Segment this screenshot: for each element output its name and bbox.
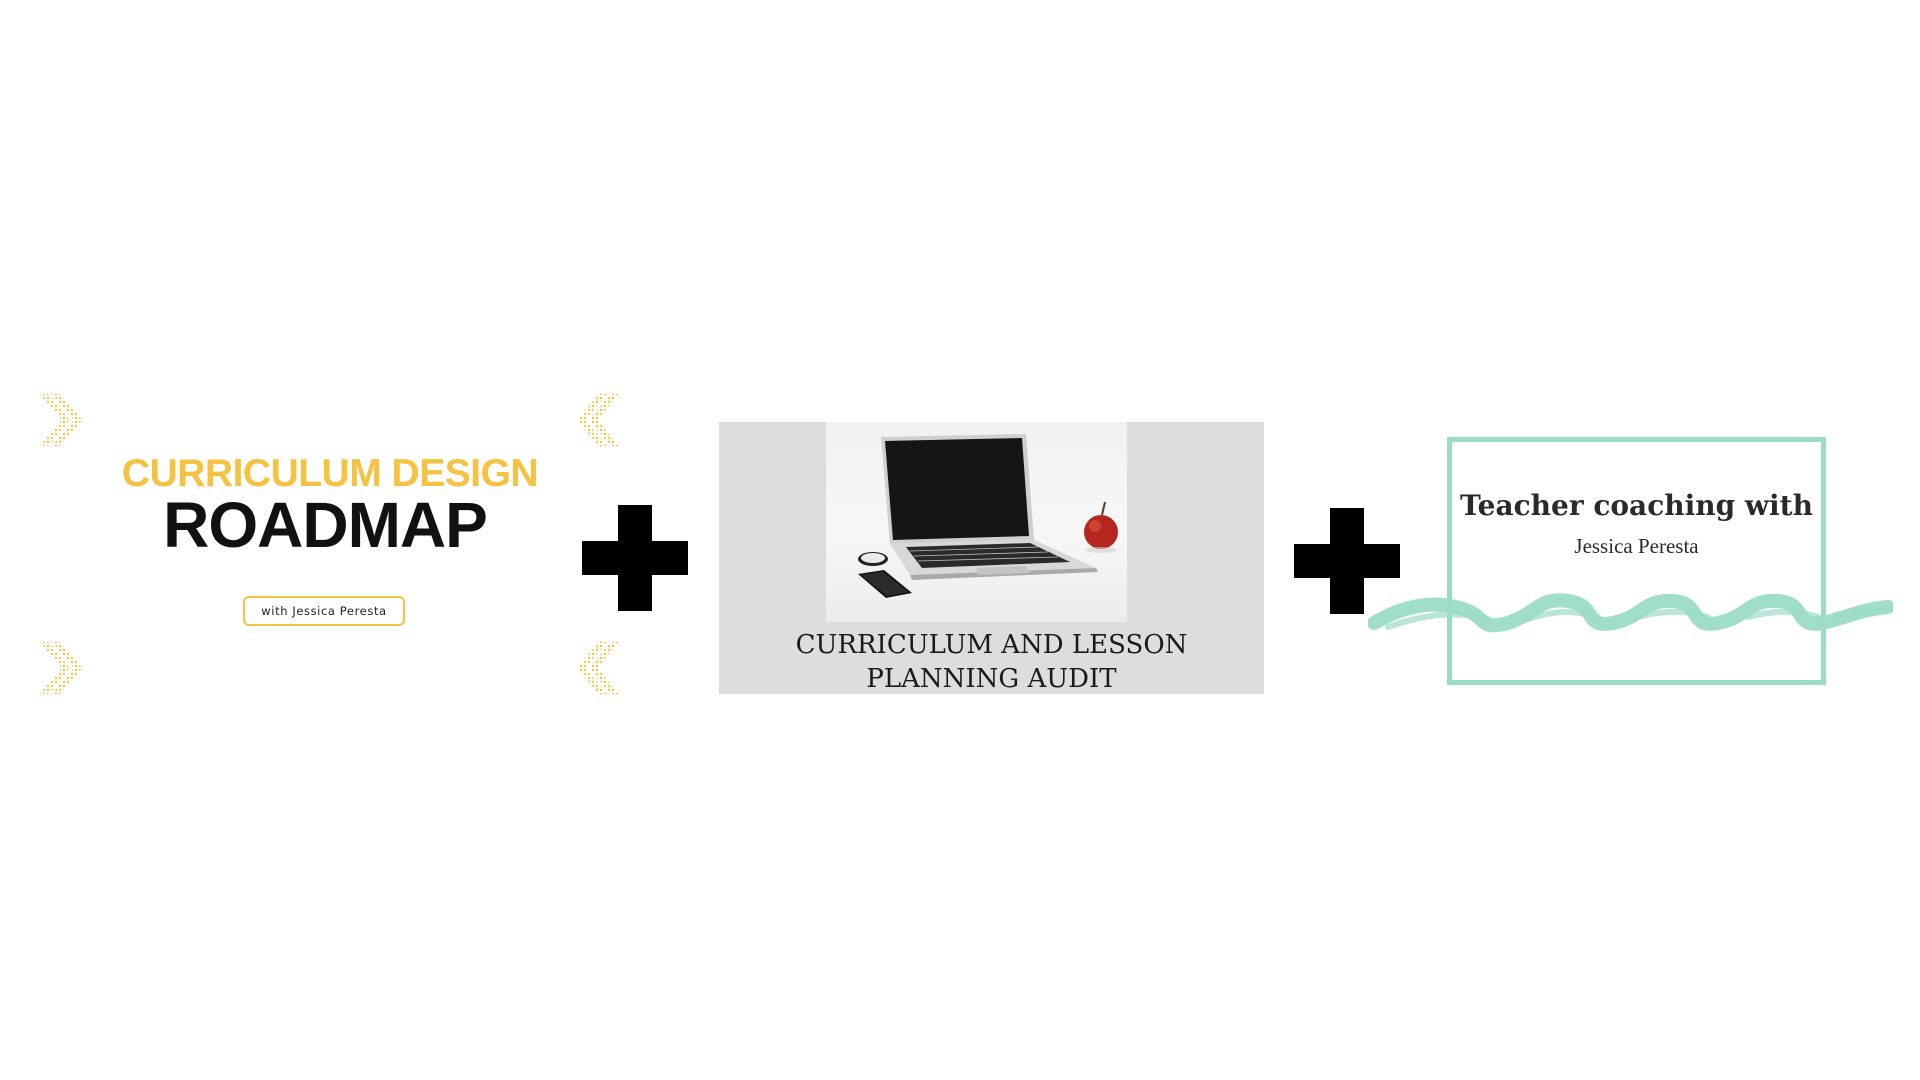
roadmap-subtitle: CURRICULUM DESIGN [121, 452, 539, 495]
phone-icon [858, 570, 912, 598]
audit-caption: CURRICULUM AND LESSON PLANNING AUDIT [719, 628, 1264, 696]
chevron-left-icon [577, 394, 619, 446]
chevron-left-icon [577, 642, 619, 694]
desk-photo [826, 422, 1127, 622]
plus-icon [1294, 508, 1400, 614]
audit-caption-line1: CURRICULUM AND LESSON [795, 630, 1188, 660]
audit-caption-line2: PLANNING AUDIT [866, 664, 1117, 694]
coaching-title: Teacher coaching with [1460, 489, 1813, 522]
curriculum-roadmap-panel: CURRICULUM DESIGN ROADMAP with Jessica P… [30, 390, 635, 695]
apple-icon [1084, 501, 1118, 553]
laptop-icon [881, 434, 1098, 580]
coaching-subtitle: Jessica Peresta [1574, 534, 1699, 558]
roadmap-title: ROADMAP [163, 489, 488, 561]
brush-squiggle [1368, 593, 1893, 633]
audit-panel: CURRICULUM AND LESSON PLANNING AUDIT [719, 422, 1264, 694]
author-badge: with Jessica Peresta [243, 596, 405, 626]
clock-icon [858, 552, 888, 566]
chevron-right-icon [40, 642, 82, 694]
plus-icon [582, 505, 688, 611]
coaching-panel: Teacher coaching with Jessica Peresta [1447, 437, 1826, 685]
chevron-right-icon [40, 394, 82, 446]
